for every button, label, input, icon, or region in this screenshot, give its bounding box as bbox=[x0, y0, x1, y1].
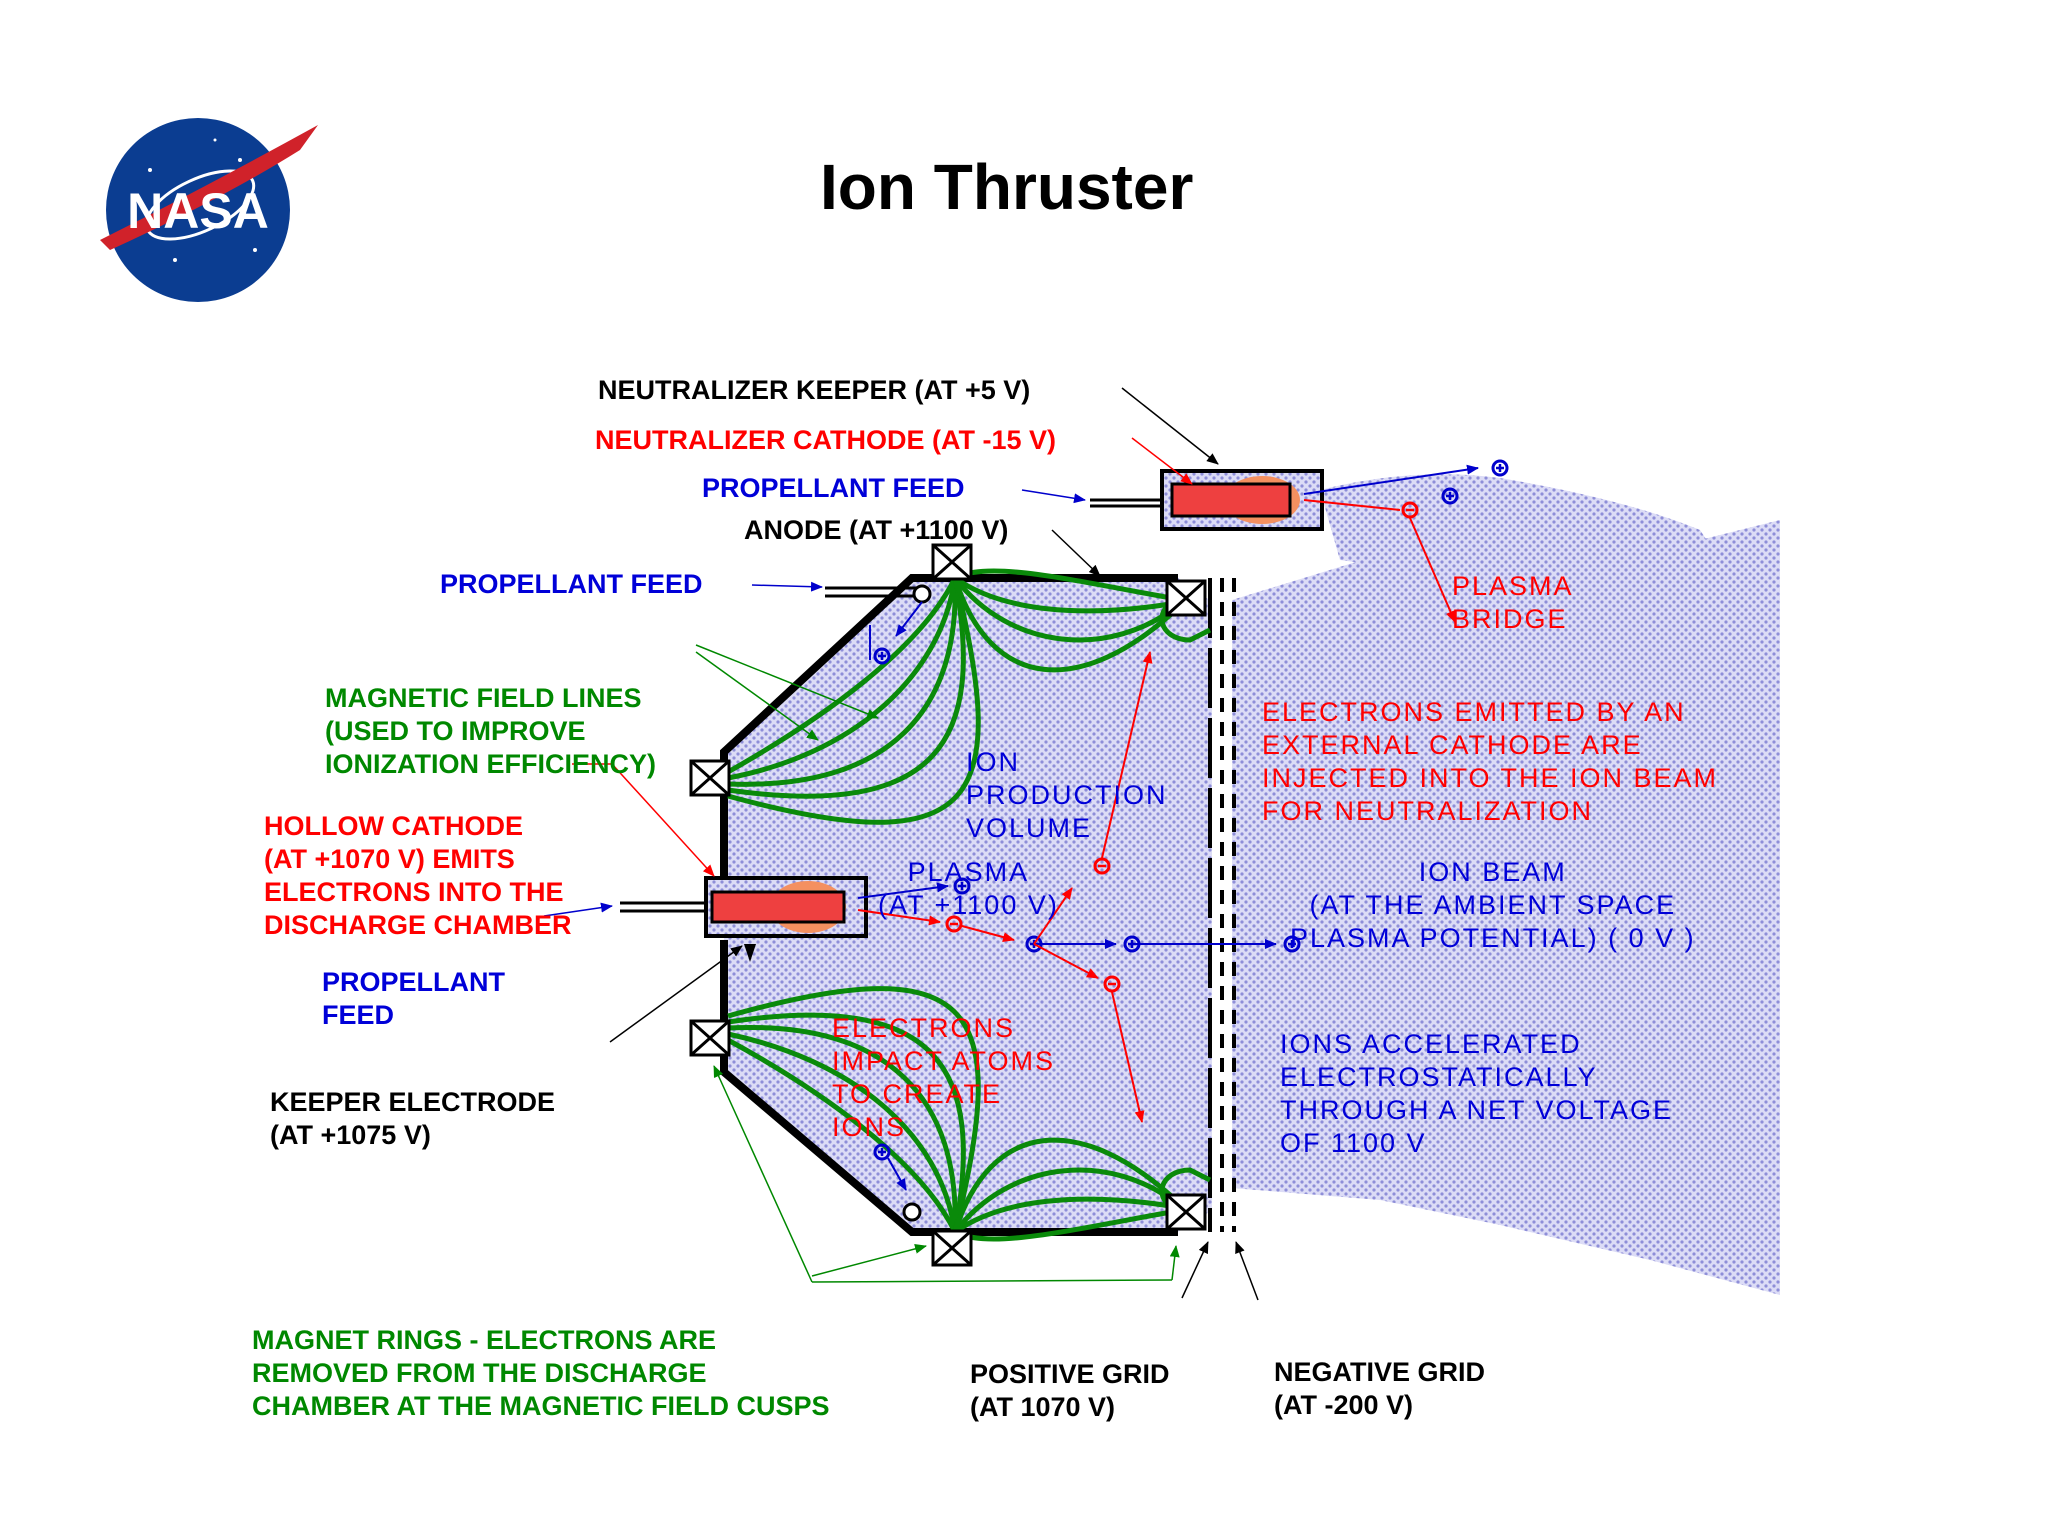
label-negative-grid: NEGATIVE GRID(AT -200 V) bbox=[1274, 1357, 1486, 1420]
ion-beam-plume bbox=[1232, 515, 1780, 1295]
label-keeper-electrode: KEEPER ELECTRODE(AT +1075 V) bbox=[270, 1087, 556, 1150]
discharge-plasma bbox=[724, 578, 1212, 1232]
label-propellant-feed-mid: PROPELLANT FEED bbox=[440, 569, 703, 599]
page-title: Ion Thruster bbox=[820, 151, 1194, 223]
label-neutralizer-keeper: NEUTRALIZER KEEPER (AT +5 V) bbox=[598, 375, 1031, 405]
label-neutralizer-cathode: NEUTRALIZER CATHODE (AT -15 V) bbox=[595, 425, 1056, 455]
label-anode: ANODE (AT +1100 V) bbox=[744, 515, 1009, 545]
hollow-cathode bbox=[710, 890, 846, 924]
nasa-logo: NASA bbox=[100, 118, 318, 302]
neutralizer-cathode bbox=[1170, 482, 1292, 518]
plasma-bridge-cloud bbox=[1320, 474, 1720, 590]
svg-text:NASA: NASA bbox=[127, 183, 269, 239]
label-plasma: PLASMA(AT +1100 V) bbox=[878, 857, 1059, 920]
label-positive-grid: POSITIVE GRID(AT 1070 V) bbox=[970, 1359, 1170, 1422]
label-propellant-feed-top: PROPELLANT FEED bbox=[702, 473, 965, 503]
